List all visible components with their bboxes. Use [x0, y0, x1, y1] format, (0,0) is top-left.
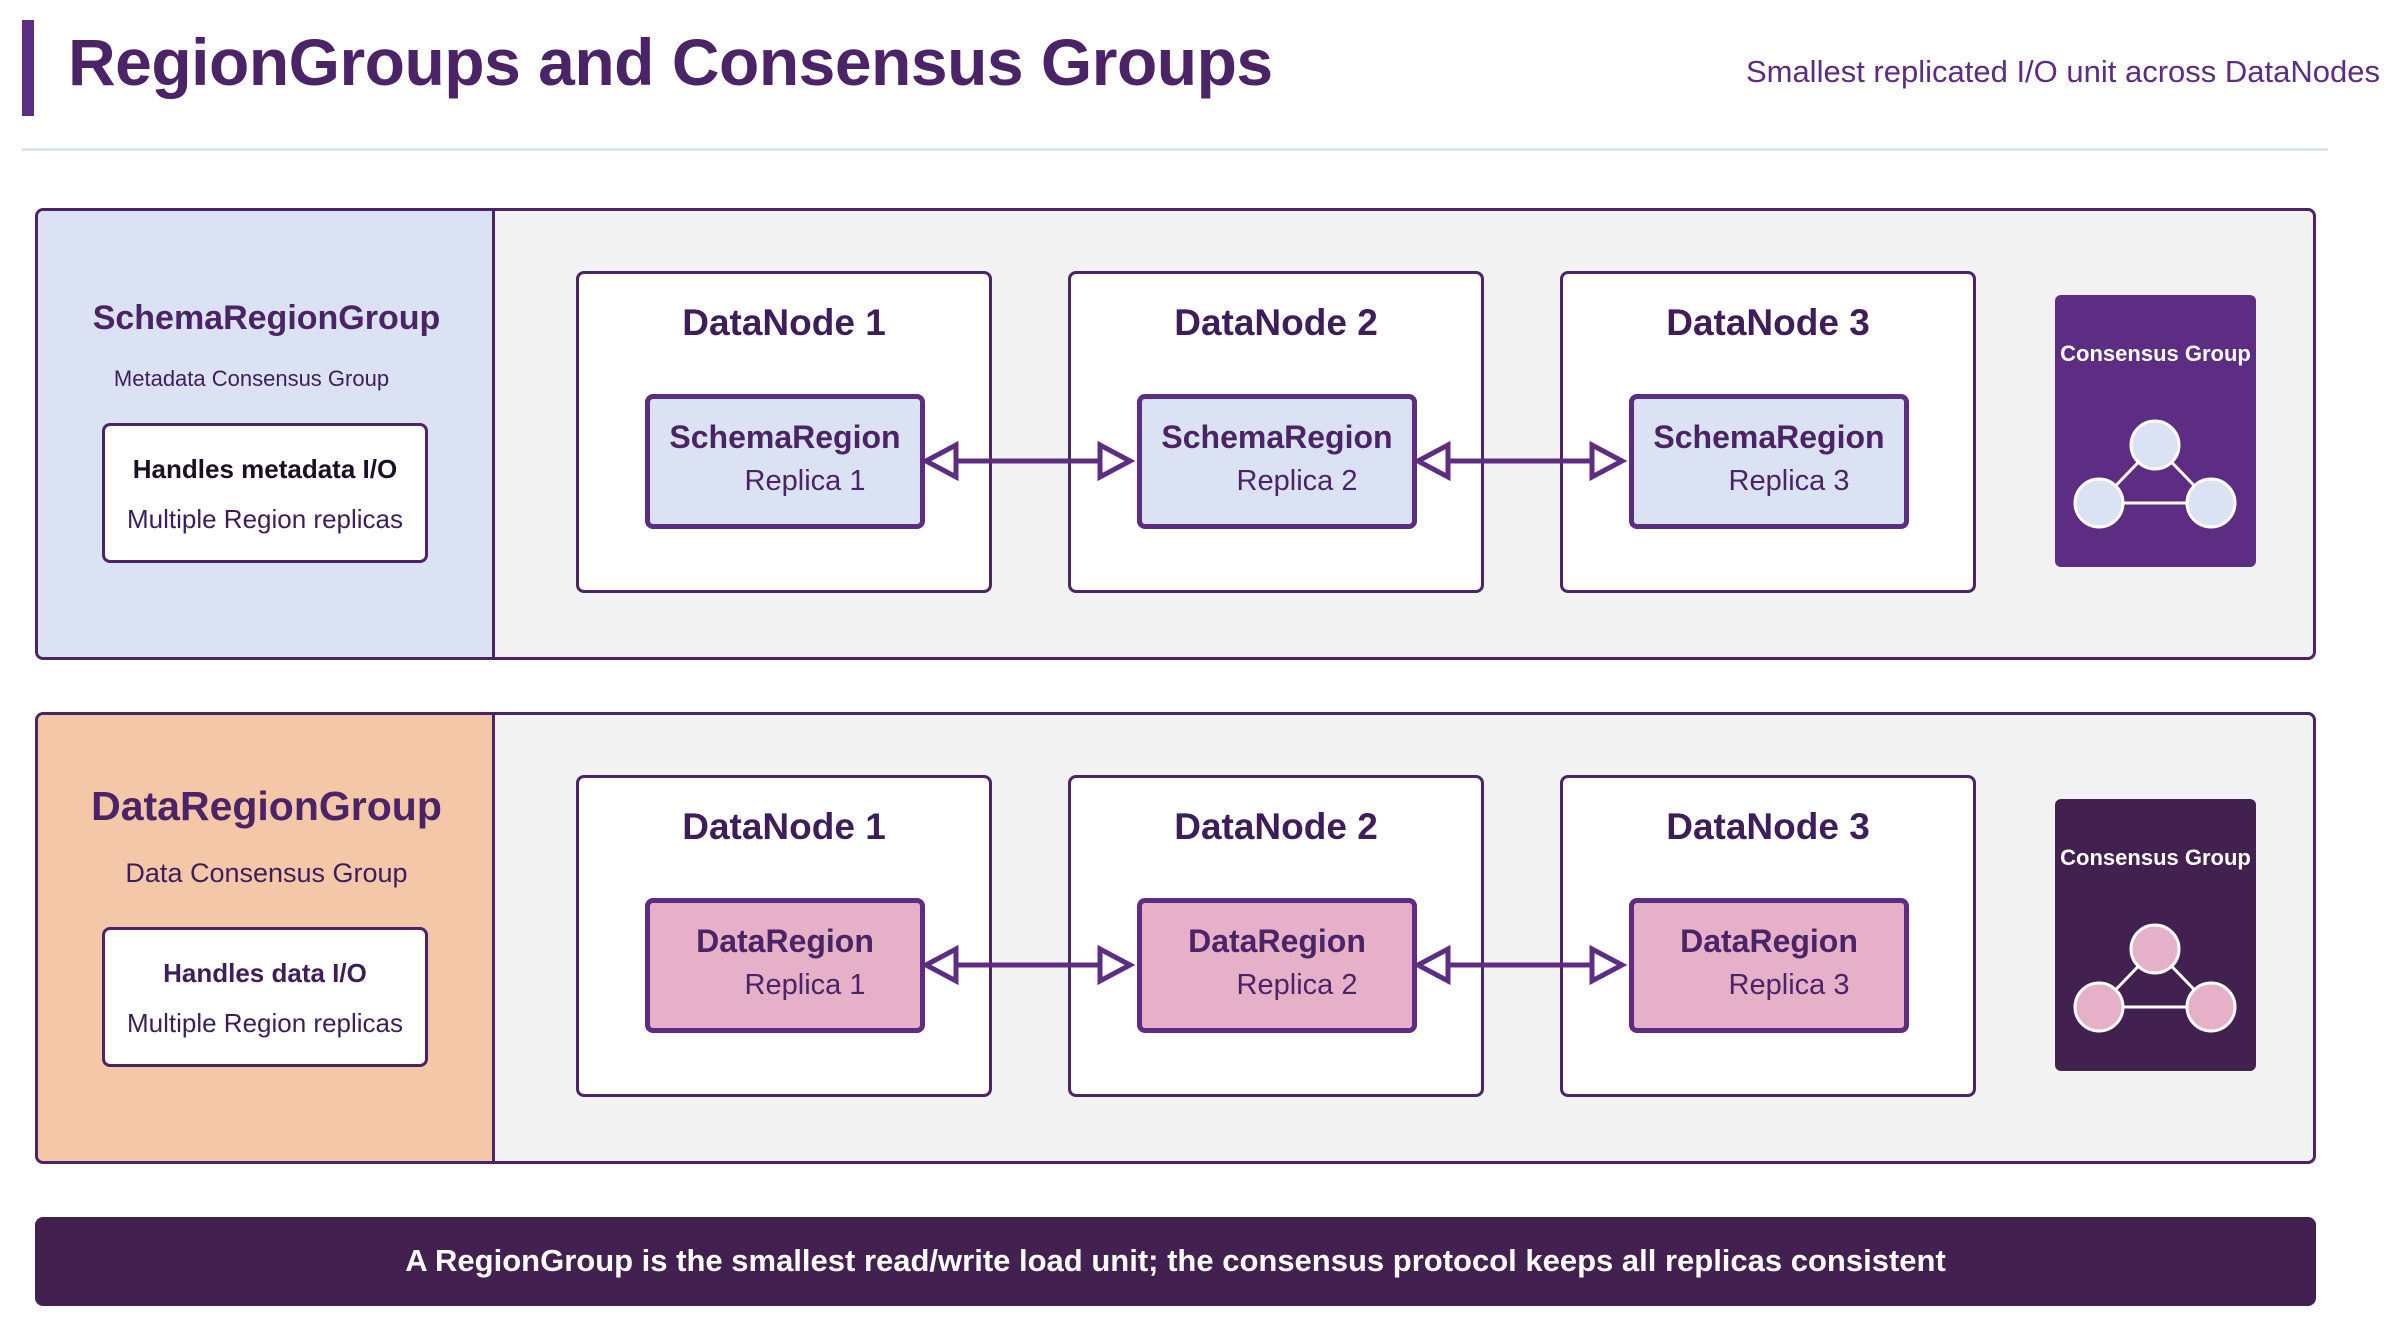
region-name: SchemaRegion [669, 419, 901, 455]
data-group-title: DataRegionGroup [91, 783, 442, 829]
schema-info-text: Multiple Region replicas [126, 504, 404, 534]
data-consensus-group-card: Consensus Group [2055, 799, 2256, 1071]
schema-info-heading: Handles metadata I/O [132, 454, 398, 484]
data-group-info-box: Handles data I/O Multiple Region replica… [102, 927, 428, 1067]
data-region-group-row: DataRegionGroup Data Consensus Group Han… [35, 712, 2316, 1164]
region-replica: Replica 1 [744, 969, 866, 1001]
title-accent-bar [22, 20, 34, 116]
schema-datanode-1: DataNode 1 SchemaRegion Replica 1 [576, 271, 992, 593]
data-info-heading: Handles data I/O [163, 958, 367, 988]
consensus-group-label: Consensus Group [2060, 845, 2251, 870]
schema-group-info-box: Handles metadata I/O Multiple Region rep… [102, 423, 428, 563]
page-subtitle: Smallest replicated I/O unit across Data… [1745, 54, 2380, 89]
region-name: DataRegion [1188, 923, 1366, 959]
consensus-group-label: Consensus Group [2060, 341, 2251, 366]
schema-group-panel: SchemaRegionGroup Metadata Consensus Gro… [38, 211, 495, 657]
datanode-title: DataNode 3 [1666, 302, 1870, 343]
data-datanode-1: DataNode 1 DataRegion Replica 1 [576, 775, 992, 1097]
consensus-triangle-icon [2073, 419, 2237, 529]
schema-region-replica-3: SchemaRegion Replica 3 [1629, 394, 1909, 529]
schema-group-subtitle: Metadata Consensus Group [113, 366, 390, 391]
schema-region-replica-2: SchemaRegion Replica 2 [1137, 394, 1417, 529]
datanode-title: DataNode 3 [1666, 806, 1870, 847]
datanode-title: DataNode 1 [682, 302, 886, 343]
region-replica: Replica 1 [744, 465, 866, 497]
data-datanode-3: DataNode 3 DataRegion Replica 3 [1560, 775, 1976, 1097]
schema-datanode-2: DataNode 2 SchemaRegion Replica 2 [1068, 271, 1484, 593]
schema-region-replica-1: SchemaRegion Replica 1 [645, 394, 925, 529]
footer-text: A RegionGroup is the smallest read/write… [405, 1243, 1946, 1278]
datanode-title: DataNode 1 [682, 806, 886, 847]
datanode-title: DataNode 2 [1174, 302, 1378, 343]
data-datanode-2: DataNode 2 DataRegion Replica 2 [1068, 775, 1484, 1097]
region-name: SchemaRegion [1161, 419, 1393, 455]
region-replica: Replica 3 [1728, 969, 1850, 1001]
region-replica: Replica 2 [1236, 465, 1358, 497]
schema-datanode-3: DataNode 3 SchemaRegion Replica 3 [1560, 271, 1976, 593]
data-region-replica-3: DataRegion Replica 3 [1629, 898, 1909, 1033]
data-region-replica-1: DataRegion Replica 1 [645, 898, 925, 1033]
region-name: DataRegion [696, 923, 874, 959]
data-group-panel: DataRegionGroup Data Consensus Group Han… [38, 715, 495, 1161]
data-region-replica-2: DataRegion Replica 2 [1137, 898, 1417, 1033]
region-name: SchemaRegion [1653, 419, 1885, 455]
region-name: DataRegion [1680, 923, 1858, 959]
region-replica: Replica 3 [1728, 465, 1850, 497]
schema-region-group-row: SchemaRegionGroup Metadata Consensus Gro… [35, 208, 2316, 660]
consensus-triangle-icon [2073, 923, 2237, 1033]
page-title: RegionGroups and Consensus Groups [68, 25, 1273, 99]
schema-group-title: SchemaRegionGroup [92, 299, 441, 337]
title-divider [22, 148, 2328, 151]
region-replica: Replica 2 [1236, 969, 1358, 1001]
footer-banner: A RegionGroup is the smallest read/write… [35, 1217, 2316, 1306]
schema-consensus-group-card: Consensus Group [2055, 295, 2256, 567]
data-info-text: Multiple Region replicas [126, 1008, 404, 1038]
datanode-title: DataNode 2 [1174, 806, 1378, 847]
data-group-subtitle: Data Consensus Group [125, 858, 408, 888]
